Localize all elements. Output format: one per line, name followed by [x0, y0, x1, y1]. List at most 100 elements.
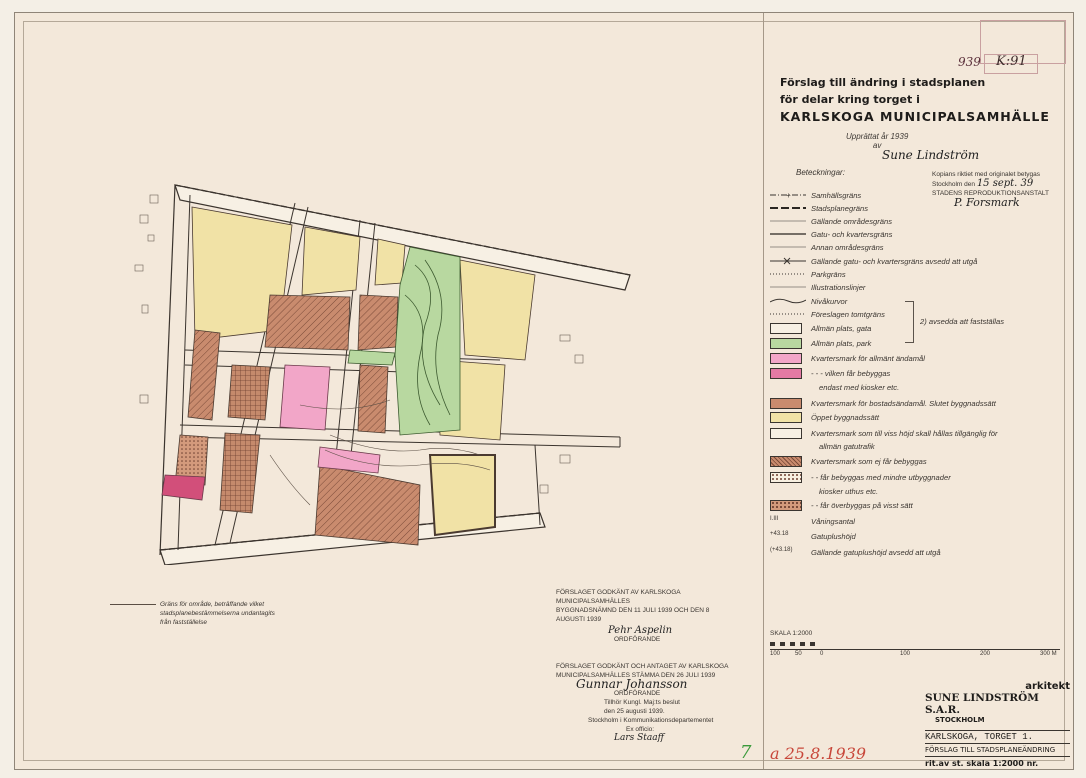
legend-text: Parkgräns [811, 269, 846, 279]
legend-line-thin-icon [770, 282, 806, 292]
exception-line-1: Gräns för område, beträffande vilket [160, 601, 265, 608]
copy-signature: P. Forsmark [954, 196, 1020, 209]
legend-item: Kvartersmark som till viss höjd skall hå… [770, 426, 998, 440]
legend-line-solid-icon [770, 229, 806, 239]
legend-text: Annan områdesgräns [811, 242, 884, 252]
legend-item: - - får överbyggas på visst sätt [770, 498, 913, 512]
drawing-footer: rit.av st. skala 1:2000 nr. [925, 759, 1039, 768]
legend-text: Öppet byggnadssätt [811, 412, 879, 422]
approval2-line-1: FÖRSLAGET GODKÄNT OCH ANTAGET AV KARLSKO… [556, 663, 729, 670]
copy-date: 15 sept. 39 [976, 178, 1034, 189]
legend-none-icon [770, 486, 806, 496]
scale-tick-label: 100 [770, 651, 781, 657]
sheet-frame [23, 21, 1065, 761]
sheet-divider [763, 13, 764, 769]
approval1-role: ORDFÖRANDE [614, 636, 661, 643]
approval1-signature: Pehr Aspelin [608, 625, 673, 636]
legend-text: - - får bebyggas med mindre utbyggnader [811, 472, 951, 482]
exception-line-sample [110, 604, 156, 605]
approval2-role: ORDFÖRANDE [614, 690, 661, 697]
project-description: FÖRSLAG TILL STADSPLANEÄNDRING [925, 744, 1070, 757]
legend-item: kiosker uthus etc. [770, 484, 878, 498]
scale-tick-label: 200 [980, 651, 991, 657]
legend-text: Allmän plats, gata [811, 323, 872, 333]
legend-item: Stadsplanegräns [770, 201, 868, 215]
approval2-line-2: MUNICIPALSAMHÄLLES STÄMMA DEN 26 JULI 19… [556, 672, 716, 679]
handwritten-red-date: a 25.8.1939 [770, 744, 867, 763]
public-use-blocks [161, 364, 381, 501]
legend-item: Kvartersmark för bostadsändamål. Slutet … [770, 396, 996, 410]
legend-bracket [905, 301, 914, 343]
legend-item: Gatu- och kvartersgräns [770, 227, 892, 241]
scale-ruler [770, 639, 1060, 650]
legend-text: endast med kiosker etc. [819, 382, 900, 392]
scale-label: SKALA 1:2000 [770, 630, 813, 637]
legend-text: Kvartersmark som ej får bebyggas [811, 456, 927, 466]
legend-text: Gatu- och kvartersgräns [811, 229, 893, 239]
architect-name: SUNE LINDSTRÖM S.A.R. [925, 692, 1039, 716]
legend-item: Parkgräns [770, 267, 846, 281]
approval-municipal-meeting: FÖRSLAGET GODKÄNT OCH ANTAGET AV KARLSKO… [556, 662, 736, 743]
legend-line-wave-icon [769, 296, 807, 306]
legend-item: Illustrationslinjer [770, 280, 865, 294]
legend-none-icon [770, 382, 806, 392]
legend-item: Kvartersmark som ej får bebyggas [770, 454, 927, 468]
legend-item: Gällande gatu- och kvartersgräns avsedd … [770, 254, 977, 268]
scale-tick-label: 50 [795, 651, 802, 657]
legend-item: - - får bebyggas med mindre utbyggnader [770, 470, 951, 484]
legend-item: Gällande områdesgräns [770, 214, 892, 228]
legend-swatch-dots-icon [770, 472, 806, 483]
legend-item: +Samhällsgräns [770, 188, 861, 202]
legend-line-thick-dash-icon [770, 203, 806, 213]
legend-text: Gällande gatuplushöjd avsedd att utgå [811, 547, 941, 557]
park-area [347, 246, 461, 436]
scale-tick-label: 100 [900, 651, 911, 657]
stamp-code-box [984, 54, 1038, 74]
legend-item: - - - vilken får bebyggas [770, 366, 890, 380]
legend-text: Illustrationslinjer [811, 282, 866, 292]
legend-text: Stadsplanegräns [811, 203, 868, 213]
town-plan-map [134, 184, 631, 565]
legend-heading: Beteckningar: [796, 168, 845, 177]
legend-swatch-cross-icon [770, 500, 806, 511]
title-line-3: KARLSKOGA MUNICIPALSAMHÄLLE [780, 109, 1050, 124]
approval2-line-3: Tillhör Kungl. Maj:ts beslut [604, 699, 680, 706]
prepared-by: Upprättat år 1939 av [846, 132, 908, 150]
stamp-number: 939 [958, 55, 981, 69]
exception-note: Gräns för område, beträffande vilket sta… [160, 600, 275, 627]
approval2-line-6: Ex officio: [626, 726, 655, 733]
scale-fine-ticks [770, 642, 820, 646]
legend-text: Gatuplushöjd [811, 531, 856, 541]
legend-swatch-green-icon [770, 338, 806, 349]
approval1-line-2: BYGGNADSNÄMND DEN 11 JULI 1939 OCH DEN 8… [556, 607, 710, 623]
legend-text: Nivåkurvor [811, 296, 848, 306]
prepared-signature: Sune Lindström [882, 148, 980, 162]
legend-swatch-pink-a-icon [770, 353, 806, 364]
legend-line-dotted-icon [770, 309, 806, 319]
legend-line-dotted-icon [770, 269, 806, 279]
project-name: KARLSKOGA, TORGET 1. [925, 730, 1070, 744]
approval2-signature-2: Lars Staaff [614, 733, 665, 743]
copy-line-3: STADENS REPRODUKTIONSANSTALT [932, 190, 1050, 197]
legend-swatch-x-icon [770, 428, 806, 439]
legend-swatch-bs-icon [770, 398, 806, 409]
approval2-line-5: Stockholm i Kommunikationsdepartementet [588, 717, 714, 724]
stamp-code: K:91 [996, 54, 1027, 69]
legend-item: Föreslagen tomtgräns [770, 307, 885, 321]
registry-stamp [980, 20, 1066, 64]
scale-tick-label: 300 M [1040, 651, 1057, 657]
legend-swatch-bo-icon [770, 412, 806, 423]
legend-item: endast med kiosker etc. [770, 380, 899, 394]
legend-item: Allmän plats, park [770, 336, 871, 350]
legend-text: Allmän plats, park [811, 338, 872, 348]
legend-text: Föreslagen tomtgräns [811, 309, 885, 319]
legend-text: Gällande områdesgräns [811, 216, 893, 226]
legend-line-thin-icon [770, 242, 806, 252]
legend-text: allmän gatutrafik [819, 441, 875, 451]
architect-title-block: arkitekt SUNE LINDSTRÖM S.A.R. STOCKHOLM… [925, 681, 1070, 768]
legend-text: - - får överbyggas på visst sätt [811, 500, 913, 510]
